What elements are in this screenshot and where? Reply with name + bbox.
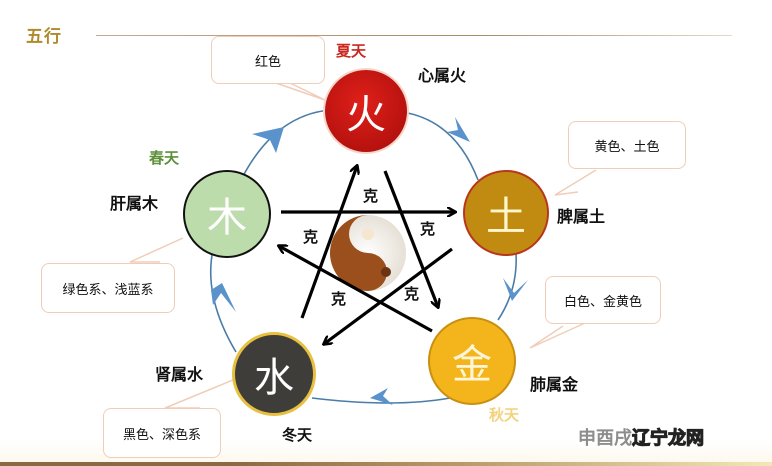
wood-node: 木 <box>183 170 271 258</box>
wood-colors-bubble: 绿色系、浅蓝系 <box>41 263 175 313</box>
metal-node: 金 <box>428 317 516 405</box>
fire-colors-bubble: 红色 <box>211 36 325 84</box>
watermark-part2: 辽宁 <box>632 428 669 450</box>
ke-label-left: 克 <box>303 228 319 246</box>
metal-glyph: 金 <box>452 342 492 388</box>
fire-glyph: 火 <box>346 92 386 138</box>
ke-label-bottom-right: 克 <box>404 285 420 303</box>
metal-season: 秋天 <box>489 406 520 424</box>
earth-glyph: 土 <box>486 194 526 240</box>
metal-organ: 肺属金 <box>530 375 579 394</box>
ke-label-right: 克 <box>420 220 436 238</box>
water-colors-bubble: 黑色、深色系 <box>103 408 221 458</box>
title-divider <box>96 35 732 36</box>
wood-organ: 肝属木 <box>110 194 159 213</box>
watermark: 申酉戌辽宁龙网 <box>578 424 705 450</box>
earth-organ: 脾属土 <box>557 207 606 226</box>
controlling-cycle-star <box>279 166 455 344</box>
water-season: 冬天 <box>282 426 313 444</box>
generating-cycle-arrowheads <box>211 117 528 405</box>
earth-node: 土 <box>463 170 549 256</box>
bubble-tails <box>129 81 597 409</box>
earth-colors-bubble: 黄色、土色 <box>568 121 686 169</box>
fire-node: 火 <box>325 70 407 152</box>
metal-colors-bubble: 白色、金黄色 <box>545 276 661 324</box>
ke-label-top: 克 <box>363 187 379 205</box>
page-title: 五行 <box>26 27 62 47</box>
wood-glyph: 木 <box>207 195 247 241</box>
fire-organ: 心属火 <box>418 66 467 85</box>
water-glyph: 水 <box>254 355 294 401</box>
watermark-part3: 龙网 <box>668 428 705 450</box>
watermark-part1: 申酉戌 <box>578 428 632 449</box>
fire-season: 夏天 <box>336 42 367 60</box>
water-node: 水 <box>232 332 316 416</box>
yin-yang-icon <box>330 215 406 291</box>
wood-season: 春天 <box>149 149 180 167</box>
bottom-border <box>0 462 772 466</box>
water-organ: 肾属水 <box>155 365 204 384</box>
ke-label-bottom-left: 克 <box>331 290 347 308</box>
